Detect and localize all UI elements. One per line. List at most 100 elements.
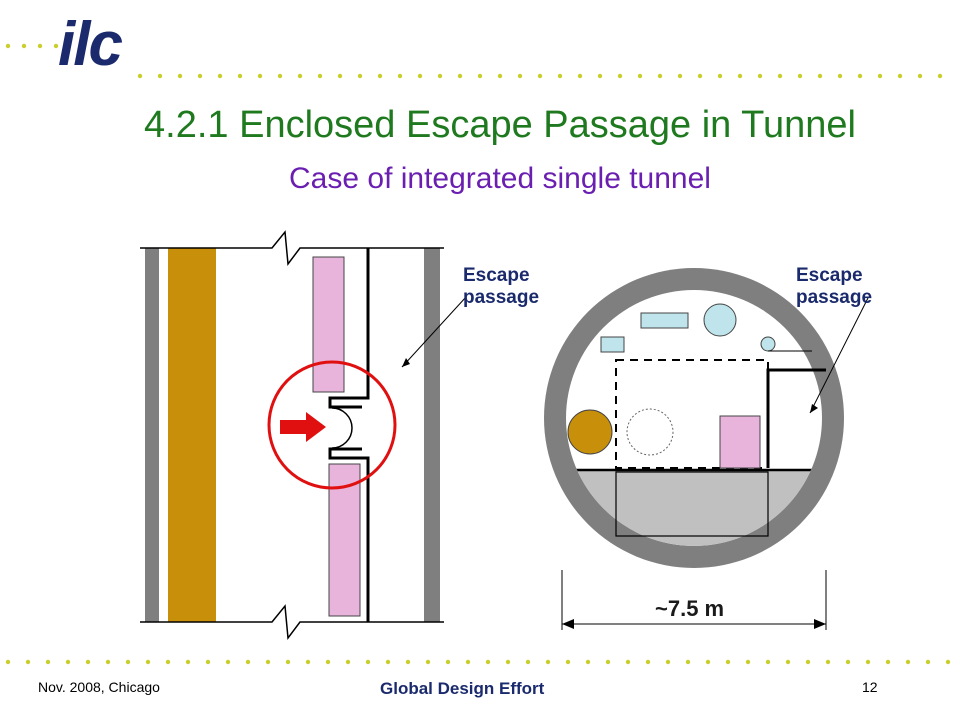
bottom-dot (685, 659, 691, 665)
top-right-dot (277, 73, 283, 79)
top-right-dot (797, 73, 803, 79)
top-right-dot (857, 73, 863, 79)
cable-tray-small (600, 336, 625, 353)
top-right-dot (537, 73, 543, 79)
bottom-dot (285, 659, 291, 665)
logo-text: ilc (58, 10, 123, 79)
top-right-dot (597, 73, 603, 79)
page-title: 4.2.1 Enclosed Escape Passage in Tunnel (144, 104, 856, 146)
bottom-dot (465, 659, 471, 665)
top-right-dot (137, 73, 143, 79)
top-right-dot (237, 73, 243, 79)
ilc-logo: ilc (58, 8, 138, 88)
bottom-dot (505, 659, 511, 665)
dim-arrow-left (562, 619, 574, 629)
bottom-dot (765, 659, 771, 665)
footer-page-number: 12 (862, 679, 878, 695)
top-right-dot (837, 73, 843, 79)
top-right-dot (637, 73, 643, 79)
top-left-dot (21, 43, 27, 49)
top-right-dot (917, 73, 923, 79)
duct-small (760, 336, 776, 352)
top-right-dot (777, 73, 783, 79)
top-right-dot (677, 73, 683, 79)
plan-left-wall (145, 248, 159, 622)
plan-pink-unit-upper (312, 256, 345, 393)
top-dotted-line (5, 43, 943, 79)
bottom-dot (265, 659, 271, 665)
bottom-dot (445, 659, 451, 665)
bottom-dot (645, 659, 651, 665)
partition-lower (328, 447, 370, 622)
bottom-dot (385, 659, 391, 665)
section-label-pointer (809, 297, 869, 414)
bottom-dot (785, 659, 791, 665)
bottom-dot (705, 659, 711, 665)
top-right-dot (937, 73, 943, 79)
section-pink-unit (719, 415, 761, 469)
section-brown-pipe (567, 409, 613, 455)
bottom-dot (585, 659, 591, 665)
plan-right-wall (424, 248, 440, 622)
bottom-dot (305, 659, 311, 665)
bottom-dot (365, 659, 371, 665)
beamline-envelope (615, 359, 769, 469)
bottom-dot (165, 659, 171, 665)
bottom-dot (625, 659, 631, 665)
top-right-dot (817, 73, 823, 79)
bottom-dot (185, 659, 191, 665)
bottom-dot (85, 659, 91, 665)
top-left-dot (5, 43, 11, 49)
bottom-dot (205, 659, 211, 665)
bottom-dot (605, 659, 611, 665)
bottom-dot (105, 659, 111, 665)
bottom-dot (885, 659, 891, 665)
top-right-dot (557, 73, 563, 79)
bottom-dot (345, 659, 351, 665)
footer-organization: Global Design Effort (380, 679, 545, 698)
dim-arrow-right (814, 619, 826, 629)
section-pointer-head (810, 404, 818, 413)
top-right-dot (737, 73, 743, 79)
top-right-dot (477, 73, 483, 79)
bottom-dot (865, 659, 871, 665)
top-right-dot (517, 73, 523, 79)
top-right-dot (757, 73, 763, 79)
top-right-dot (497, 73, 503, 79)
bottom-dot (485, 659, 491, 665)
cross-section-view (544, 268, 869, 630)
escape-passage-wall (766, 368, 826, 468)
cable-tray (640, 312, 689, 329)
bottom-dot (565, 659, 571, 665)
top-left-dot (53, 43, 59, 49)
plan-view (140, 230, 467, 641)
top-left-dot (37, 43, 43, 49)
bottom-dot (5, 659, 11, 665)
bottom-dot (665, 659, 671, 665)
bottom-dot (405, 659, 411, 665)
page-subtitle: Case of integrated single tunnel (289, 162, 711, 195)
plan-brown-line (168, 248, 216, 622)
drain-box (615, 471, 769, 537)
bottom-dot (925, 659, 931, 665)
top-right-dot (417, 73, 423, 79)
bottom-dot (65, 659, 71, 665)
top-right-dot (577, 73, 583, 79)
section-escape-label: Escape passage (796, 265, 873, 308)
top-right-dot (897, 73, 903, 79)
top-right-dot (197, 73, 203, 79)
bottom-dot (325, 659, 331, 665)
top-right-dot (177, 73, 183, 79)
top-right-dot (377, 73, 383, 79)
bottom-dot (245, 659, 251, 665)
bottom-dot (45, 659, 51, 665)
top-right-dot (717, 73, 723, 79)
top-right-dot (157, 73, 163, 79)
plan-escape-label: Escape passage (463, 265, 540, 308)
top-right-dot (217, 73, 223, 79)
partition-upper (328, 248, 370, 409)
top-right-dot (357, 73, 363, 79)
bottom-dot (545, 659, 551, 665)
bottom-dotted-line (5, 659, 951, 665)
